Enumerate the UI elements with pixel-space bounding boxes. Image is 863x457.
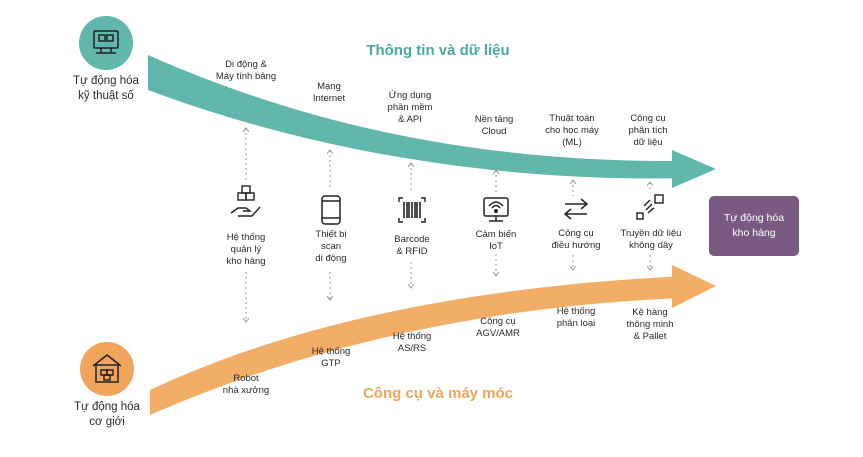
top-item-mobile-tablet: Di động & Máy tính bảng (215, 59, 277, 82)
mechanical-circle (80, 342, 134, 396)
teal-arrow-body (148, 55, 685, 179)
barcode-icon (398, 197, 426, 223)
computer-icon (93, 30, 119, 54)
exchange-arrows-icon (563, 198, 589, 220)
boxes-hand-icon (230, 185, 261, 217)
connector-arrow-tip-6-up (646, 181, 654, 187)
middle-item-barcode-rfid: Barcode & RFID (394, 234, 430, 257)
connector-lines (242, 127, 654, 323)
teal-arrowhead (672, 150, 716, 188)
bottom-item-smart-racks: Kệ hàng thông minh & Pallet (626, 307, 674, 342)
top-item-internet: Mạng Internet (312, 81, 346, 104)
connector-arrow-tip-1-up (242, 127, 250, 133)
digital-automation-label: Tự động hóa kỹ thuật số (73, 75, 139, 102)
wireless-transfer-icon (636, 194, 664, 220)
connector-arrow-tip-6-down (646, 265, 654, 271)
top-item-analytics: Công cụ phân tích dữ liệu (628, 113, 668, 148)
connector-arrow-tip-2-down (326, 295, 334, 301)
bottom-item-robot: Robot nhà xưởng (222, 373, 270, 396)
connector-arrow-tip-5-down (569, 265, 577, 271)
digital-circle (79, 16, 133, 70)
middle-item-navigation: Công cụ điều hướng (551, 228, 601, 251)
middle-item-mobile-scan: Thiết bị scan di động (315, 229, 347, 264)
connector-arrow-tip-3-down (407, 283, 415, 289)
orange-arrow-body (150, 276, 685, 415)
sensor-monitor-icon (483, 197, 509, 222)
top-title: Thông tin và dữ liệu (366, 42, 510, 59)
connector-arrow-tip-2-up (326, 149, 334, 155)
connector-arrow-tip-4-down (492, 271, 500, 277)
bottom-item-sorting: Hệ thống phân loại (556, 306, 596, 329)
mobile-phone-icon (321, 195, 341, 225)
top-item-software-api: Ứng dụng phần mềm & API (387, 90, 433, 125)
middle-item-wms: Hệ thống quản lý kho hàng (226, 232, 266, 267)
top-item-cloud: Nền tảng Cloud (474, 114, 514, 137)
bottom-title: Công cụ và máy móc (362, 385, 514, 402)
warehouse-automation-box: Tự động hóa kho hàng (709, 196, 799, 256)
warehouse-icon (92, 354, 122, 383)
middle-item-iot-sensor: Cảm biến IoT (475, 229, 517, 252)
connector-arrow-tip-5-up (569, 179, 577, 185)
connector-arrow-tip-4-up (492, 169, 500, 175)
bottom-item-asrs: Hệ thống AS/RS (392, 331, 432, 354)
orange-arrowhead (672, 265, 716, 308)
connector-arrow-tip-1-down (242, 317, 250, 323)
connector-arrow-tip-3-up (407, 162, 415, 168)
mechanical-automation-label: Tự động hóa cơ giới (74, 401, 140, 428)
top-item-ml: Thuật toán cho học máy (ML) (545, 113, 599, 148)
bottom-item-gtp: Hệ thống GTP (311, 346, 351, 369)
bottom-item-agv-amr: Công cụ AGV/AMR (476, 316, 520, 339)
middle-item-wireless: Truyền dữ liệu không dây (620, 228, 682, 251)
